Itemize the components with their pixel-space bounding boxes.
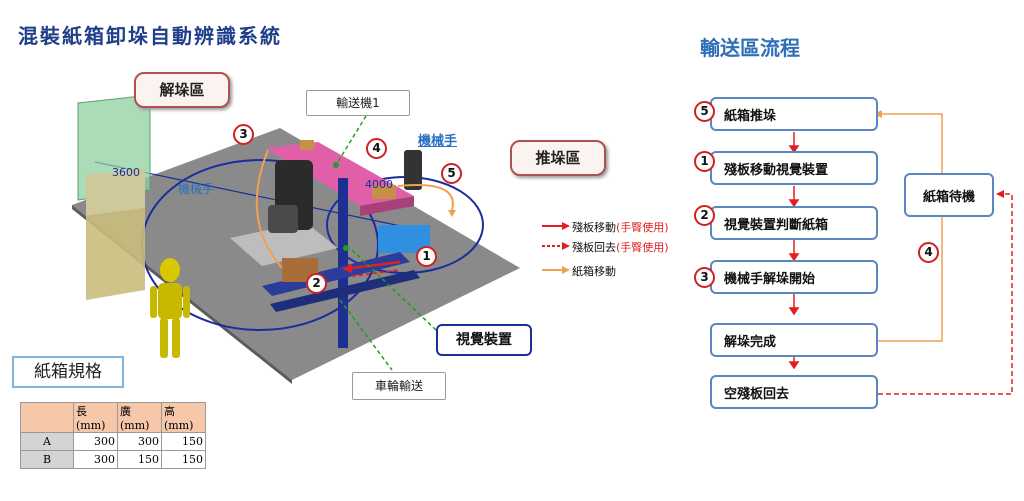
spec-header-row: 長(mm) 廣(mm) 高(mm)	[20, 402, 206, 433]
flow-title: 輸送區流程	[700, 36, 800, 60]
flow-step-vision-judge: 視覺裝置判斷紙箱	[710, 206, 878, 240]
flow-step-robot-start: 機械手解垛開始	[710, 260, 878, 294]
marker-2: 2	[306, 273, 327, 294]
robot-arm-label: 機械手	[418, 134, 458, 149]
page-title: 混裝紙箱卸垛自動辨識系統	[18, 24, 282, 48]
vision-device-label: 視覺裝置	[436, 324, 532, 356]
layout-illustration	[72, 94, 570, 384]
flow-marker-1: 1	[694, 151, 715, 172]
robot-label-faint: 機械手	[178, 182, 215, 196]
spec-row-label: B	[20, 450, 74, 469]
push-zone-label: 推垛區	[510, 140, 606, 176]
flow-step-depal-done: 解垛完成	[710, 323, 878, 357]
spec-cell: 300	[73, 432, 118, 451]
legend-pallet-move: 殘板移動(手臀使用)	[572, 221, 669, 234]
support-column	[338, 178, 348, 348]
operator-figure	[160, 258, 180, 282]
spec-header-cell: 長(mm)	[73, 402, 118, 433]
flow-marker-4: 4	[918, 242, 939, 263]
flow-step-box-standby: 紙箱待機	[904, 173, 994, 217]
flow-marker-5: 5	[694, 101, 715, 122]
spec-header-cell	[20, 402, 74, 433]
flow-step-pallet-return: 空殘板回去	[710, 375, 878, 409]
flow-step-push: 紙箱推垛	[710, 97, 878, 131]
dimension-4000: 4000	[365, 178, 393, 191]
flow-marker-2: 2	[694, 205, 715, 226]
spec-title: 紙箱規格	[12, 356, 124, 388]
spec-row-label: A	[20, 432, 74, 451]
spec-header-cell: 高(mm)	[161, 402, 206, 433]
operator-stand	[86, 208, 145, 300]
marker-4: 4	[366, 138, 387, 159]
flow-marker-3: 3	[694, 267, 715, 288]
spec-cell: 150	[161, 432, 206, 451]
pusher-robot	[404, 150, 422, 190]
wheel-conveyor-label: 車輪輸送	[352, 372, 446, 400]
conveyor-1-label: 輸送機1	[306, 90, 410, 116]
flow-step-move-to-vision: 殘板移動視覺裝置	[710, 151, 878, 185]
spec-table: 長(mm) 廣(mm) 高(mm) A 300 300 150 B 300 15…	[20, 402, 206, 469]
table-row: A 300 300 150	[20, 432, 206, 451]
spec-cell: 300	[117, 432, 162, 451]
depalletize-zone-label: 解垛區	[134, 72, 230, 108]
spec-cell: 150	[117, 450, 162, 469]
spec-header-cell: 廣(mm)	[117, 402, 162, 433]
marker-5: 5	[441, 163, 462, 184]
legend-box-move: 紙箱移動	[572, 265, 616, 278]
spec-cell: 300	[73, 450, 118, 469]
spec-cell: 150	[161, 450, 206, 469]
marker-3: 3	[233, 124, 254, 145]
dimension-3600: 3600	[112, 166, 140, 179]
table-row: B 300 150 150	[20, 450, 206, 469]
legend-pallet-return: 殘板回去(手臀使用)	[572, 241, 669, 254]
marker-1: 1	[416, 246, 437, 267]
